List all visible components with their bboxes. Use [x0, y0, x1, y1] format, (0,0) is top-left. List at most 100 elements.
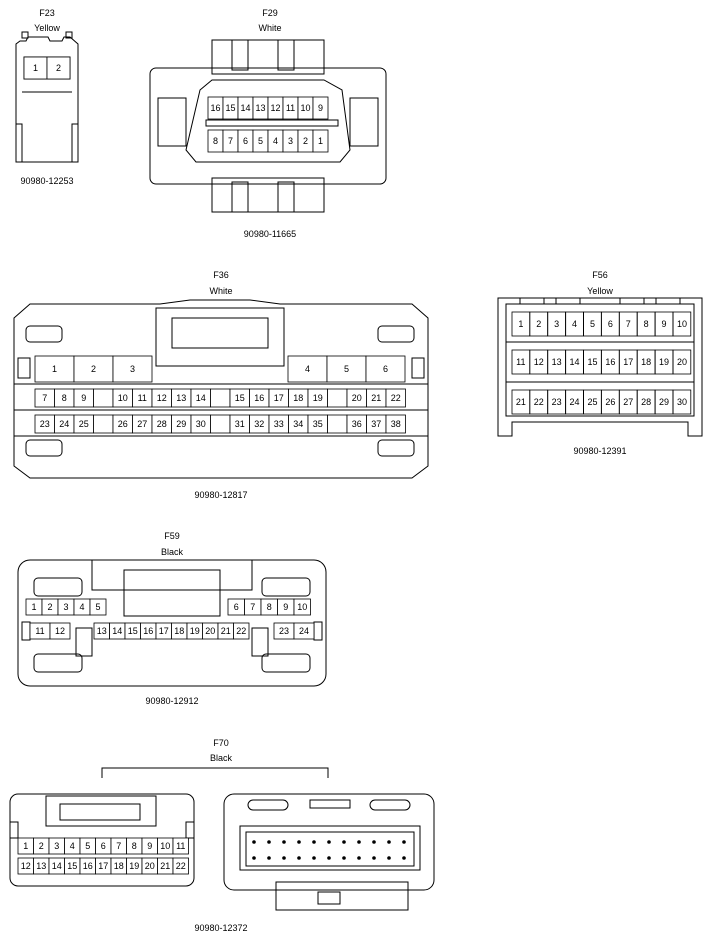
f36-pin-38: 38 [385, 414, 406, 434]
f70-terminal-dot [387, 856, 391, 860]
f56-pin-29: 29 [654, 389, 674, 415]
svg-text:24: 24 [59, 419, 69, 429]
svg-text:23: 23 [279, 626, 289, 636]
svg-text:22: 22 [534, 397, 544, 407]
f29-pin-15: 15 [222, 96, 239, 120]
f29-part-number: 90980-11665 [243, 229, 297, 239]
f70-terminal-dot [357, 840, 361, 844]
svg-text:26: 26 [605, 397, 615, 407]
svg-text:8: 8 [62, 393, 67, 403]
svg-text:10: 10 [160, 841, 170, 851]
svg-text:35: 35 [313, 419, 323, 429]
svg-text:19: 19 [190, 626, 200, 636]
f70-terminal-dot [282, 856, 286, 860]
svg-text:2: 2 [91, 364, 96, 374]
f70-part-number: 90980-12372 [194, 923, 248, 933]
svg-text:4: 4 [305, 364, 310, 374]
f70-terminal-dot [357, 856, 361, 860]
f36-pin-7: 7 [34, 388, 55, 408]
f36-pin-11: 11 [132, 388, 153, 408]
f59-part-number: 90980-12912 [145, 696, 199, 706]
f29-pin-12: 12 [267, 96, 284, 120]
f36-pin-33: 33 [268, 414, 289, 434]
f36-pin-29: 29 [171, 414, 192, 434]
svg-text:20: 20 [205, 626, 215, 636]
f56-pin-14: 14 [565, 349, 584, 375]
f59-pin-4: 4 [73, 598, 91, 616]
f36-pin-30: 30 [190, 414, 211, 434]
svg-text:7: 7 [116, 841, 121, 851]
svg-text:1: 1 [518, 319, 523, 329]
f56-pin-24: 24 [565, 389, 584, 415]
svg-text:10: 10 [118, 393, 128, 403]
f36-pin-1: 1 [34, 355, 75, 383]
svg-text:16: 16 [143, 626, 153, 636]
f29-pin-1: 1 [312, 129, 329, 153]
svg-text:25: 25 [587, 397, 597, 407]
f70-pin-4: 4 [64, 837, 81, 855]
f36-pin-18: 18 [288, 388, 309, 408]
f36-pin-37: 37 [366, 414, 387, 434]
f56-part-number: 90980-12391 [573, 446, 627, 456]
svg-text:6: 6 [243, 136, 248, 146]
f29-pin-3: 3 [282, 129, 299, 153]
f59-pin-6: 6 [227, 598, 245, 616]
f59-pin-24: 24 [293, 622, 315, 640]
svg-text:9: 9 [81, 393, 86, 403]
svg-text:13: 13 [255, 103, 265, 113]
f56-pin-7: 7 [619, 311, 638, 337]
f29-connector-color: White [258, 23, 282, 33]
svg-text:33: 33 [274, 419, 284, 429]
f36-pin-8: 8 [54, 388, 75, 408]
f59-pin-8: 8 [260, 598, 278, 616]
svg-text:13: 13 [552, 357, 562, 367]
svg-text:2: 2 [47, 602, 52, 612]
f56-pin-18: 18 [636, 349, 656, 375]
f36-pin-14: 14 [190, 388, 211, 408]
f59-pin-13: 13 [93, 622, 110, 640]
svg-text:6: 6 [383, 364, 388, 374]
f70-pin-14: 14 [48, 857, 65, 875]
svg-text:2: 2 [56, 63, 61, 73]
svg-text:10: 10 [677, 319, 687, 329]
f70-terminal-dot [372, 840, 376, 844]
svg-text:20: 20 [145, 861, 155, 871]
svg-text:7: 7 [228, 136, 233, 146]
f29-pin-13: 13 [252, 96, 269, 120]
f56-connector-id: F56 [592, 270, 608, 280]
svg-text:8: 8 [213, 136, 218, 146]
f70-pin-18: 18 [110, 857, 127, 875]
f59-pin-1: 1 [25, 598, 43, 616]
svg-text:6: 6 [101, 841, 106, 851]
f70-terminal-dot [267, 856, 271, 860]
f56-pin-1: 1 [511, 311, 531, 337]
svg-text:7: 7 [42, 393, 47, 403]
f36-pin-32: 32 [249, 414, 270, 434]
f59-pin-15: 15 [124, 622, 141, 640]
f36-pin-9: 9 [73, 388, 94, 408]
f59-pin-11: 11 [29, 622, 51, 640]
f23-connector-id: F23 [39, 8, 55, 18]
svg-text:15: 15 [67, 861, 77, 871]
svg-text:3: 3 [54, 841, 59, 851]
svg-text:17: 17 [623, 357, 633, 367]
svg-text:13: 13 [97, 626, 107, 636]
f59-pin-9: 9 [277, 598, 295, 616]
f70-terminal-dot [312, 856, 316, 860]
svg-text:16: 16 [210, 103, 220, 113]
f29-pin-5: 5 [252, 129, 269, 153]
svg-text:5: 5 [85, 841, 90, 851]
f56-pin-21: 21 [511, 389, 531, 415]
svg-text:14: 14 [196, 393, 206, 403]
f36-pin-blank-3 [93, 388, 114, 408]
f70-terminal-dot [372, 856, 376, 860]
f59-pin-16: 16 [140, 622, 157, 640]
f29-pin-2: 2 [297, 129, 314, 153]
svg-text:3: 3 [130, 364, 135, 374]
f36-pin-26: 26 [112, 414, 133, 434]
f56-pin-26: 26 [601, 389, 620, 415]
f56-pin-15: 15 [583, 349, 602, 375]
svg-text:16: 16 [254, 393, 264, 403]
f56-pin-19: 19 [654, 349, 674, 375]
svg-text:18: 18 [293, 393, 303, 403]
